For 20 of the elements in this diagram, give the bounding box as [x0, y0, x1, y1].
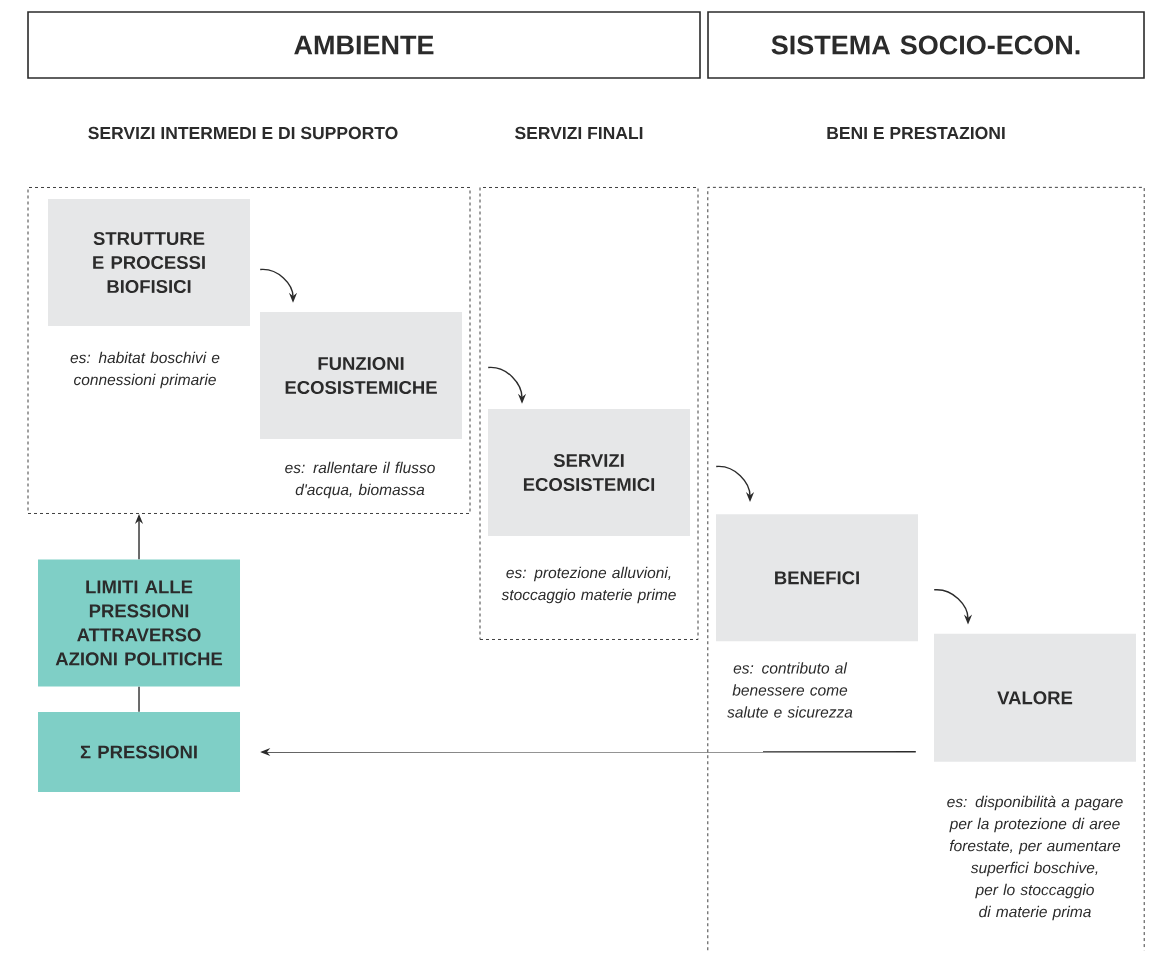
dashed-region: [479, 187, 699, 640]
example-note: es: habitat boschivi e connessioni primarie: [70, 351, 220, 389]
example-note: es: contributo al benessere come salute e sicurezza: [727, 662, 853, 718]
process-box: FUNZIONI ECOSISTEMICHE: [260, 312, 462, 439]
dashed-region: [707, 186, 1145, 951]
dashed-region: [27, 187, 471, 514]
process-box: STRUTTURE E PROCESSI BIOFISICI: [48, 199, 250, 326]
header-box: SISTEMA SOCIO-ECON.: [707, 11, 1145, 79]
column-heading: SERVIZI INTERMEDI E DI SUPPORTO: [88, 126, 398, 140]
process-box: SERVIZI ECOSISTEMICI: [488, 409, 690, 536]
example-note: es: disponibilità a pagare per la protezione di aree forestate, per aumentare superfici boschive, per lo stoccaggio di materie prima: [947, 795, 1123, 921]
example-note: es: rallentare il flusso d'acqua, biomassa: [285, 461, 435, 499]
policy-box: LIMITI ALLE PRESSIONI ATTRAVERSO AZIONI POLITICHE: [38, 559, 240, 687]
process-box: VALORE: [934, 633, 1136, 762]
example-note: es: protezione alluvioni, stoccaggio materie prime: [501, 566, 676, 604]
process-box: BENEFICI: [716, 514, 918, 642]
column-heading: BENI E PRESTAZIONI: [827, 126, 1005, 140]
column-heading: SERVIZI FINALI: [515, 126, 643, 140]
header-box: AMBIENTE: [27, 11, 701, 79]
policy-box: Σ PRESSIONI: [38, 712, 240, 792]
